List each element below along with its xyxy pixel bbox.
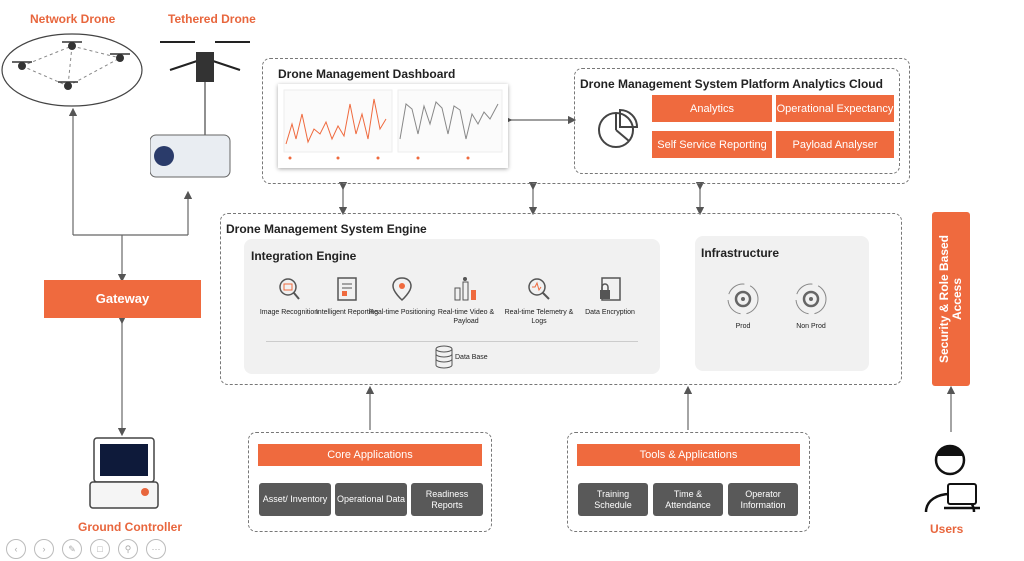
more-options-icon[interactable]: ⋯ (146, 539, 166, 559)
ground-controller-label: Ground Controller (78, 520, 182, 534)
pen-icon[interactable]: ✎ (62, 539, 82, 559)
core-applications-container (248, 432, 492, 532)
engine-container (220, 213, 902, 385)
ground-controller-icon (88, 434, 162, 512)
infra-prod[interactable]: Prod (703, 282, 783, 331)
image-recognition-icon (279, 278, 300, 300)
next-slide-icon[interactable]: › (34, 539, 54, 559)
lock-icon (600, 277, 621, 301)
network-drone-label: Network Drone (30, 12, 116, 26)
feature-label: Real-time Video & Payload (437, 309, 495, 325)
operator-information-button[interactable]: Operator Information (728, 483, 798, 516)
database-label: Data Base (455, 354, 488, 361)
operational-expectancy-button[interactable]: Operational Expectancy (776, 95, 894, 122)
report-icon (337, 277, 357, 301)
training-schedule-button[interactable]: Training Schedule (578, 483, 648, 516)
video-payload-icon (454, 277, 476, 301)
security-bar[interactable]: Security & Role Based Access (932, 212, 970, 386)
top-container (262, 58, 910, 184)
self-service-reporting-button[interactable]: Self Service Reporting (652, 131, 772, 158)
location-pin-icon (392, 277, 412, 302)
payload-analyser-button[interactable]: Payload Analyser (776, 131, 894, 158)
tools-applications-header[interactable]: Tools & Applications (577, 444, 800, 466)
feature-label: Data Encryption (585, 309, 635, 316)
infra-label: Prod (735, 323, 751, 330)
infrastructure-panel (695, 236, 869, 371)
asset-inventory-button[interactable]: Asset/ Inventory (259, 483, 331, 516)
time-attendance-button[interactable]: Time & Attendance (653, 483, 723, 516)
core-applications-header[interactable]: Core Applications (258, 444, 482, 466)
dashboard-title: Drone Management Dashboard (278, 67, 456, 81)
user-icon (920, 436, 982, 516)
prev-slide-icon[interactable]: ‹ (6, 539, 26, 559)
analytics-cloud-title: Drone Management System Platform Analyti… (580, 77, 883, 91)
engine-title: Drone Management System Engine (226, 222, 427, 236)
tethered-drone-label: Tethered Drone (168, 12, 256, 26)
gear-cycle-icon (795, 283, 827, 315)
analytics-cloud-container (574, 68, 900, 174)
database-icon (434, 345, 454, 369)
zoom-icon[interactable]: ⚲ (118, 539, 138, 559)
pie-chart-icon (596, 106, 640, 150)
telemetry-icon (528, 278, 550, 300)
analytics-button[interactable]: Analytics (652, 95, 772, 122)
feature-image-recognition[interactable]: Image Recognition (249, 276, 329, 317)
feature-label: Image Recognition (259, 309, 319, 316)
feature-label: Intelligent Reporting (315, 309, 379, 316)
feature-real-time-telemetry-logs[interactable]: Real-time Telemetry & Logs (499, 276, 579, 326)
feature-label: Real-time Telemetry & Logs (504, 309, 574, 325)
feature-real-time-positioning[interactable]: Real-time Positioning (362, 276, 442, 317)
feature-data-encryption[interactable]: Data Encryption (570, 276, 650, 317)
feature-label: Real-time Positioning (368, 309, 436, 316)
readiness-reports-button[interactable]: Readiness Reports (411, 483, 483, 516)
tethered-drone-icon (149, 30, 260, 190)
gateway-box[interactable]: Gateway (44, 280, 201, 318)
dashboard-screenshot[interactable] (278, 84, 508, 168)
feature-real-time-video-payload[interactable]: Real-time Video & Payload (426, 276, 506, 326)
tools-applications-container (567, 432, 810, 532)
infra-label: Non Prod (796, 323, 826, 330)
network-drone-icon (0, 28, 145, 108)
divider (266, 341, 638, 342)
feature-intelligent-reporting[interactable]: Intelligent Reporting (307, 276, 387, 317)
infra-non-prod[interactable]: Non Prod (771, 282, 851, 331)
users-label: Users (930, 522, 964, 536)
security-label: Security & Role Based Access (937, 234, 964, 364)
integration-engine-title: Integration Engine (251, 249, 357, 263)
operational-data-button[interactable]: Operational Data (335, 483, 407, 516)
gear-cycle-icon (727, 283, 759, 315)
slides-icon[interactable]: □ (90, 539, 110, 559)
infrastructure-title: Infrastructure (701, 246, 780, 260)
